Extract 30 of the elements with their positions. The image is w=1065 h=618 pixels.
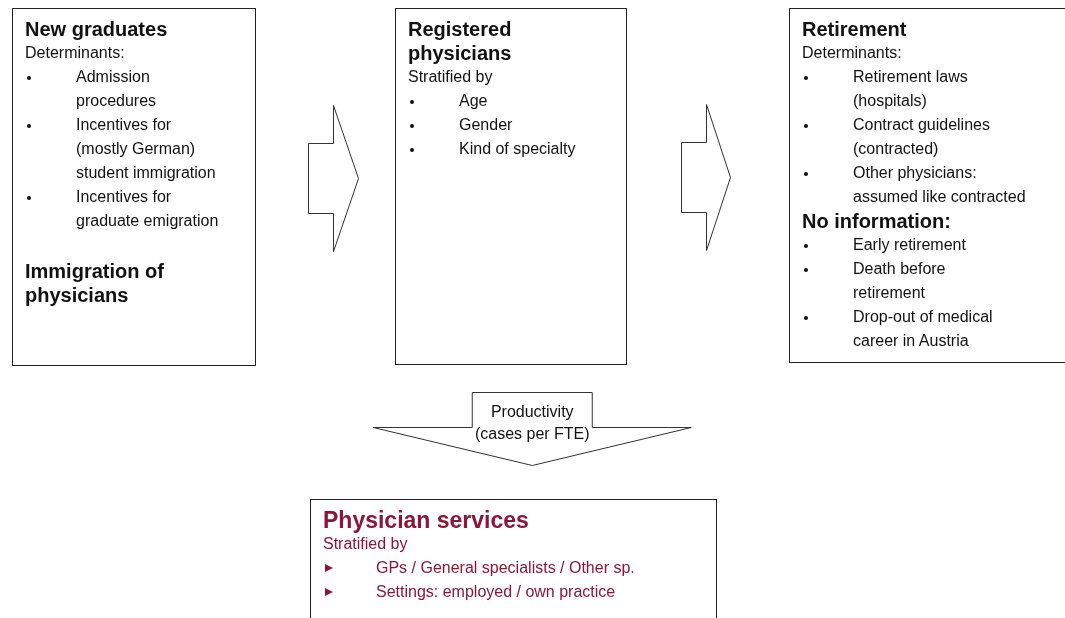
text-box: [12, 8, 256, 366]
list-item: GPs / General specialists / Other sp.: [376, 558, 635, 578]
text-box: [310, 499, 717, 618]
box-heading: Registered physicians: [408, 17, 513, 65]
box-heading: New graduates: [25, 17, 168, 41]
box-subheading: Determinants:: [802, 43, 902, 63]
list-item: Drop-out of medical career in Austria: [853, 307, 994, 351]
box-heading: Physician services: [323, 508, 529, 532]
list-item: Kind of specialty: [459, 139, 576, 159]
box-heading: Retirement: [802, 17, 907, 41]
list-item: Retirement laws (hospitals): [853, 67, 969, 111]
text-box: [789, 8, 1065, 363]
box-subheading: Determinants:: [25, 43, 125, 63]
list-item: Early retirement: [853, 235, 966, 255]
list-item: Other physicians: assumed like contracted: [853, 163, 1027, 207]
list-item: Contract guidelines (contracted): [853, 115, 991, 159]
list-item: Incentives for (mostly German) student immigration: [76, 115, 217, 183]
box-heading: No information:: [802, 209, 951, 233]
text-box: [395, 8, 627, 365]
list-item: Death before retirement: [853, 259, 947, 303]
box-subheading: Stratified by: [408, 67, 493, 87]
list-item: Incentives for graduate emigration: [76, 187, 220, 231]
block-arrow: [308, 105, 359, 252]
block-arrow: [681, 104, 731, 251]
list-item: Settings: employed / own practice: [376, 582, 616, 602]
list-item: Age: [459, 91, 488, 111]
box-subheading: Stratified by: [323, 534, 408, 554]
list-item: Admission procedures: [76, 67, 158, 111]
list-item: Gender: [459, 115, 513, 135]
box-heading: Immigration of physicians: [25, 259, 165, 307]
